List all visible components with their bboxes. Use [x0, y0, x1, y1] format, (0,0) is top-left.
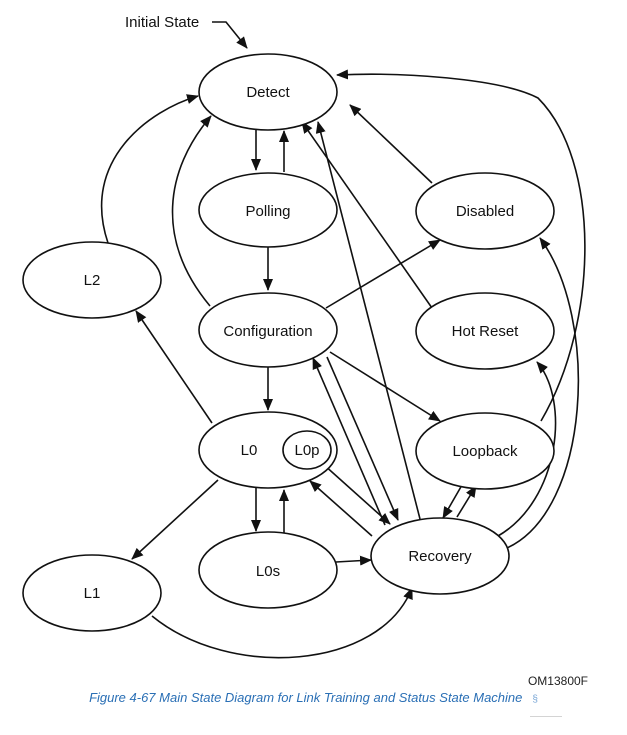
edge-configuration-to-loopback	[329, 351, 441, 422]
edge-recovery-to-l0	[309, 480, 373, 537]
edge-recovery-to-configuration	[312, 357, 386, 526]
edge-l0-to-l1	[131, 479, 219, 560]
caption-divider	[530, 716, 562, 717]
edge-l2-to-detect	[100, 94, 199, 244]
state-detect: Detect	[198, 53, 338, 131]
state-l1: L1	[22, 554, 162, 632]
state-configuration-label: Configuration	[223, 323, 312, 340]
edge-hotreset-to-detect	[301, 121, 433, 309]
edge-recovery-to-detect	[315, 121, 421, 520]
edge-l0-to-recovery	[322, 463, 391, 525]
edge-l0s-to-recovery	[335, 555, 372, 566]
edge-recovery-to-loopback	[456, 485, 477, 518]
state-hot-reset-label: Hot Reset	[452, 323, 520, 340]
state-detect-label: Detect	[246, 84, 290, 101]
state-l2-label: L2	[84, 272, 101, 289]
state-configuration: Configuration	[198, 292, 338, 368]
edge-configuration-to-disabled	[325, 239, 441, 309]
state-loopback-label: Loopback	[452, 443, 518, 460]
edge-disabled-to-detect	[349, 104, 433, 184]
state-hot-reset: Hot Reset	[415, 292, 555, 370]
state-l1-label: L1	[84, 585, 101, 602]
state-disabled-label: Disabled	[456, 203, 514, 220]
initial-state-label: Initial State	[125, 14, 199, 31]
figure-caption-text: Figure 4-67 Main State Diagram for Link …	[89, 690, 523, 705]
state-recovery: Recovery	[370, 517, 510, 595]
edge-configuration-to-detect	[171, 115, 212, 307]
state-disabled: Disabled	[415, 172, 555, 250]
state-l0p: L0p	[282, 430, 332, 470]
state-polling-label: Polling	[245, 203, 290, 220]
state-l0-label: L0	[241, 442, 258, 459]
state-l0p-label: L0p	[294, 442, 319, 459]
edge-configuration-to-recovery	[326, 356, 399, 521]
state-loopback: Loopback	[415, 412, 555, 490]
edge-recovery-to-disabled	[506, 237, 580, 549]
edge-loopback-to-recovery	[442, 484, 463, 519]
state-l0s-label: L0s	[256, 563, 280, 580]
edge-l0-to-l2	[135, 310, 213, 424]
figure-id: OM13800F	[528, 674, 588, 688]
section-mark-link[interactable]: §	[532, 694, 538, 705]
edge-loopback-to-detect	[336, 69, 586, 422]
edge-initial-to-detect	[212, 21, 248, 49]
state-l2: L2	[22, 241, 162, 319]
state-l0s: L0s	[198, 531, 338, 609]
state-polling: Polling	[198, 172, 338, 248]
state-recovery-label: Recovery	[408, 548, 472, 565]
edge-l1-to-recovery	[151, 587, 413, 659]
figure-caption: Figure 4-67 Main State Diagram for Link …	[0, 690, 627, 705]
